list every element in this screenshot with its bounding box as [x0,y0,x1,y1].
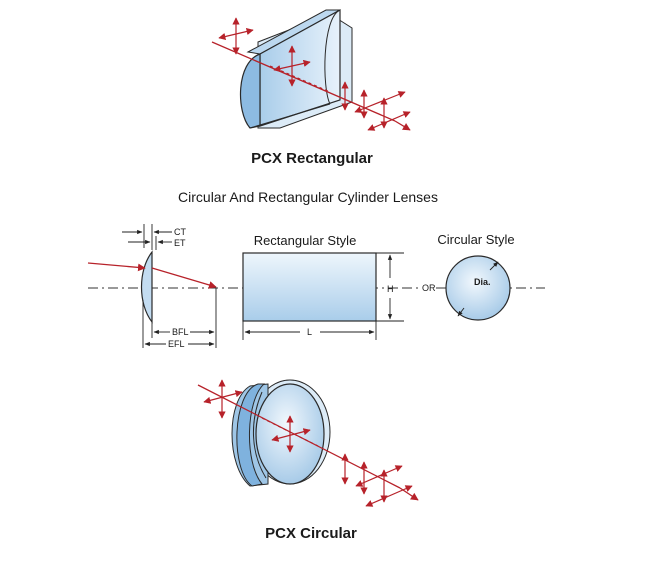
polarization-marker [218,17,411,131]
bfl-label: BFL [172,327,189,337]
height-label: H [387,284,394,294]
rect-style-lens [242,252,377,322]
pcx-circular-figure: PCX Circular [197,379,419,542]
polarization-marker [203,379,413,507]
circ-style-title: Circular Style [437,232,514,247]
top-figure-caption: PCX Rectangular [251,150,373,167]
rectangular-style-view: Rectangular Style H L [242,233,404,340]
circ-lens-curved-face [236,383,266,487]
rect-style-title: Rectangular Style [254,233,357,248]
section-title: Circular And Rectangular Cylinder Lenses [178,189,438,205]
ct-label: CT [174,227,186,237]
dia-label: Dia. [474,277,491,287]
length-label: L [307,327,312,337]
bottom-figure-caption: PCX Circular [265,525,357,542]
circular-style-view: Circular Style Dia. [436,232,545,321]
or-label: OR [422,283,436,293]
pcx-rectangular-figure: PCX Rectangular [211,8,411,167]
rect-lens-curved-face [239,53,261,129]
efl-label: EFL [168,339,185,349]
et-label: ET [174,238,186,248]
circ-style-lens [445,255,511,321]
